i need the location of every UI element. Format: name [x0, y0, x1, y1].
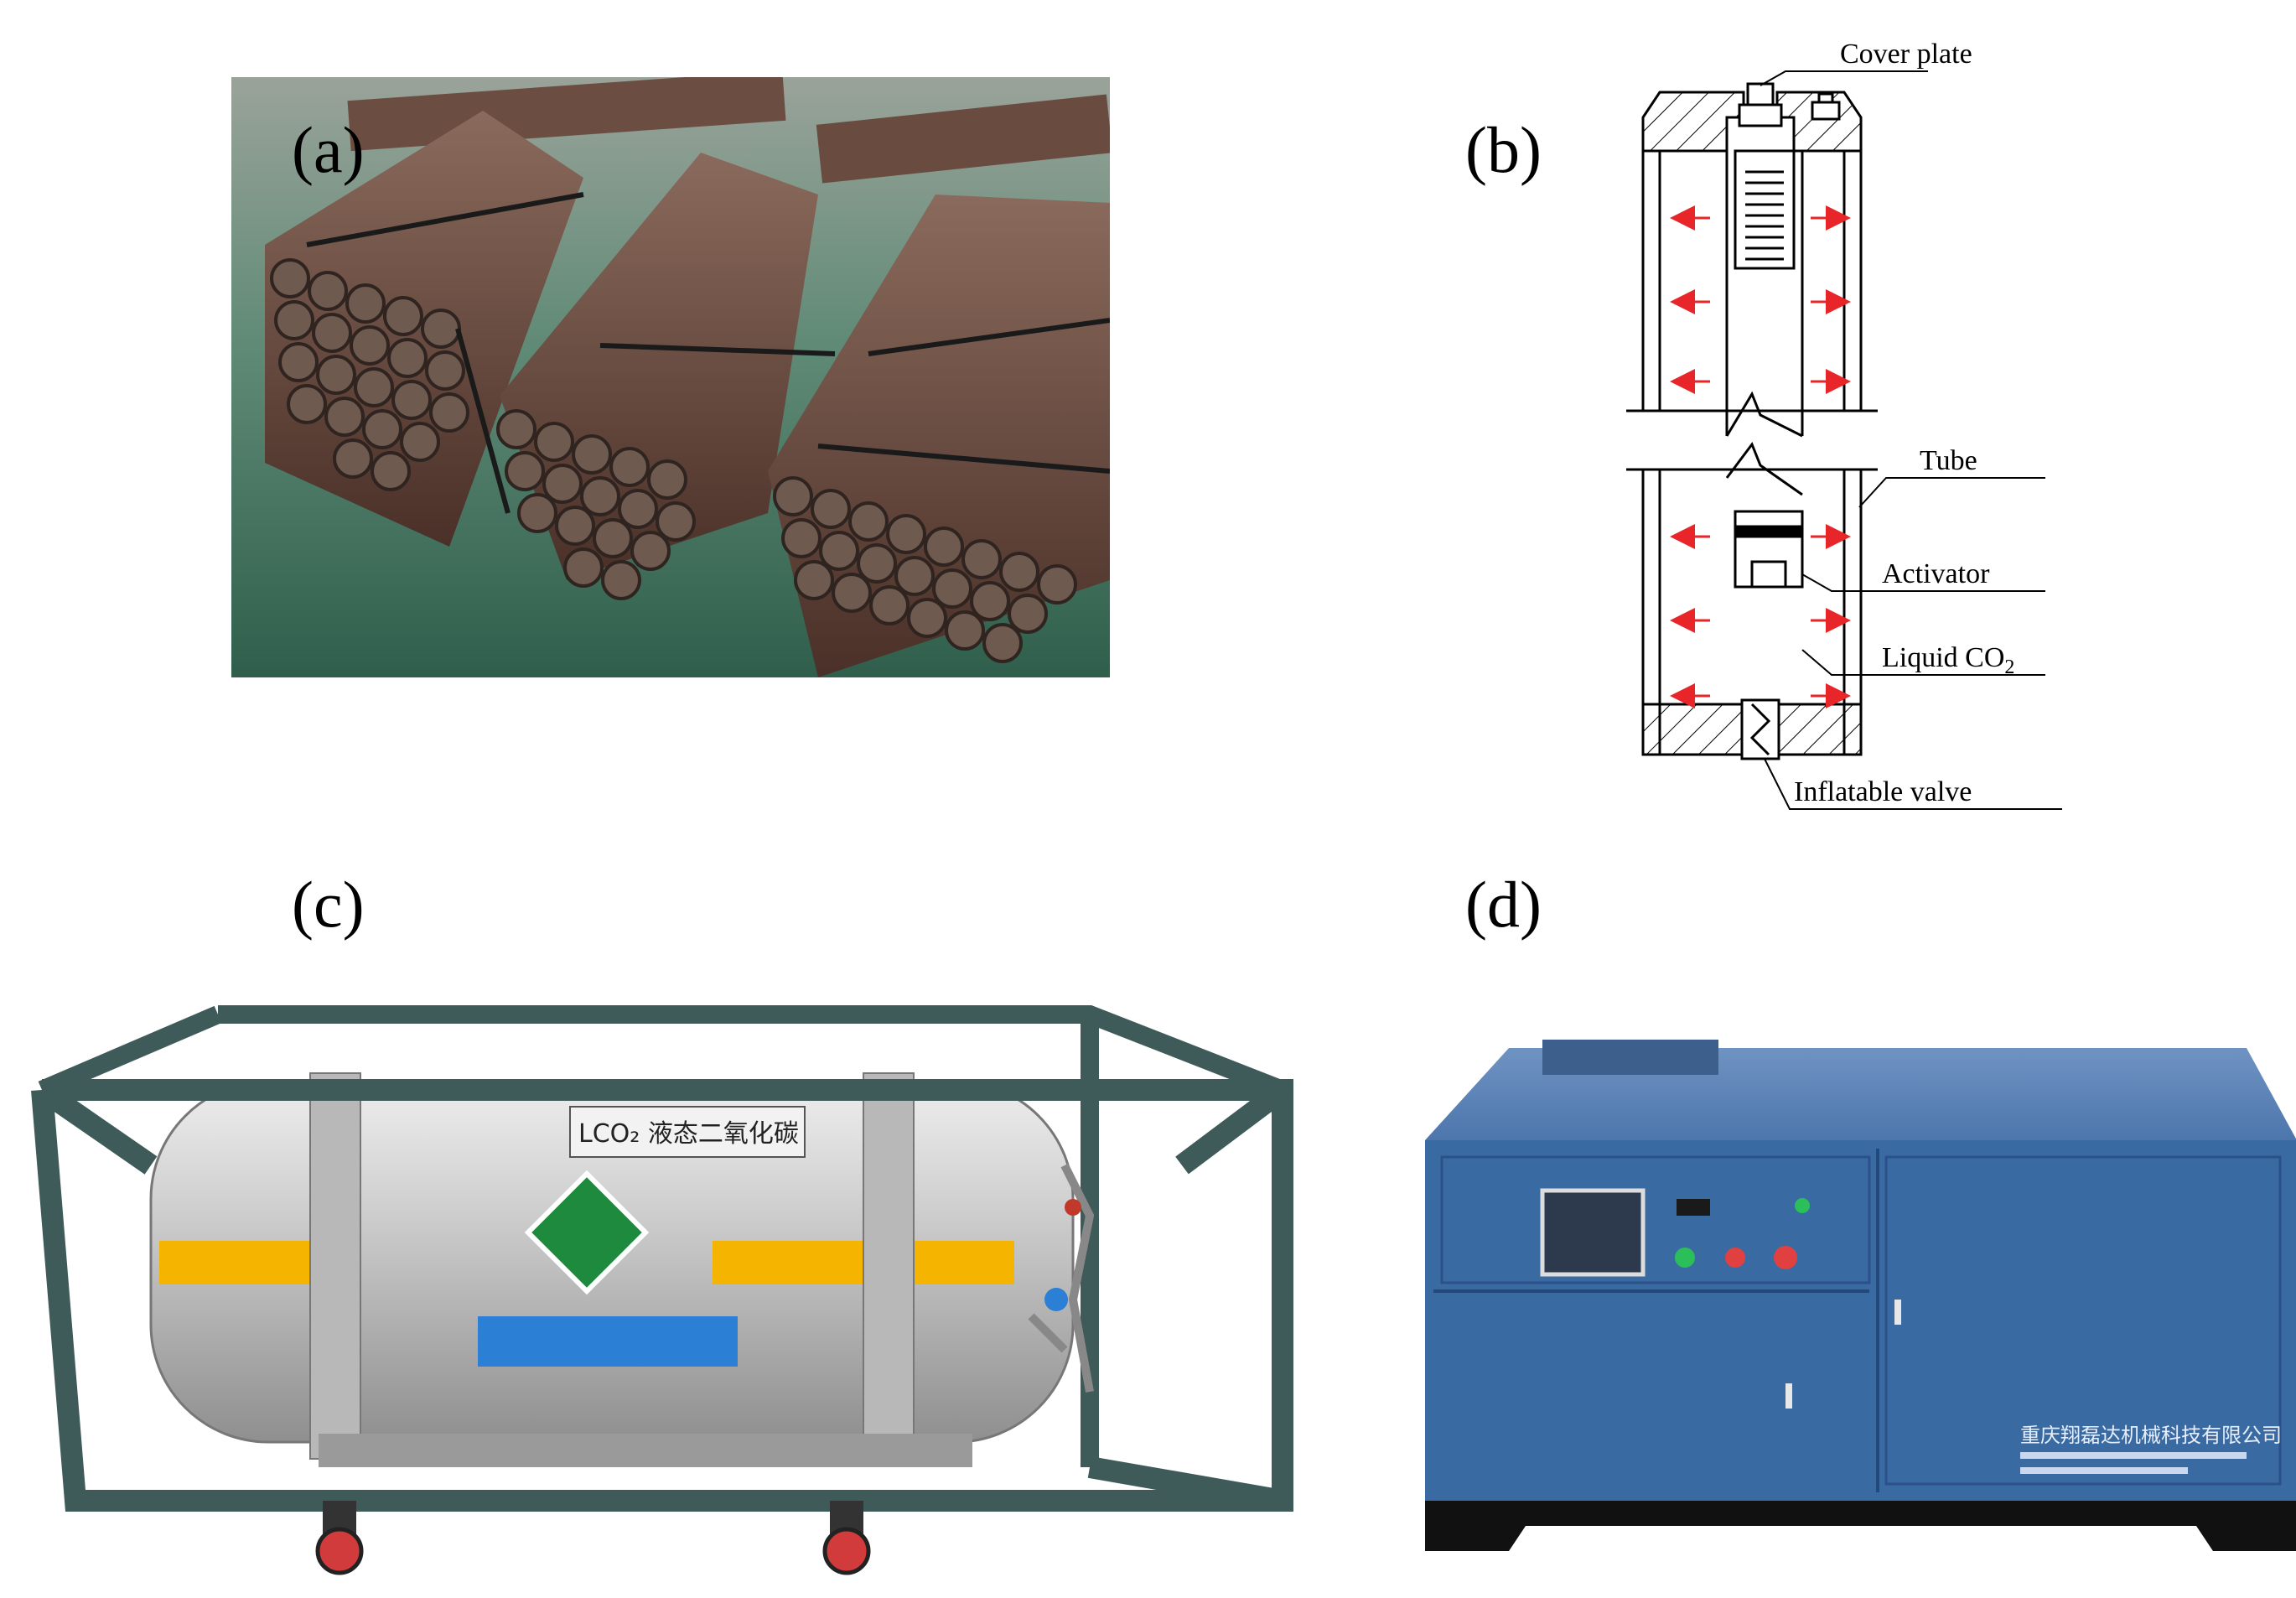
leader-cover-plate	[1760, 70, 1928, 86]
pressure-arrows	[1670, 205, 1851, 708]
tube-bundle-left	[265, 111, 584, 547]
control-screen	[1540, 1188, 1646, 1277]
break-mark-upper	[1725, 391, 1803, 438]
emergency-button-icon	[1774, 1246, 1797, 1269]
panel-label-d: (d)	[1465, 868, 1542, 941]
tube-bundles-illustration	[231, 77, 1110, 677]
callout-cover-plate: Cover plate	[1840, 39, 1972, 70]
callout-inflatable-valve: Inflatable valve	[1794, 776, 1972, 807]
stop-button-icon	[1725, 1248, 1745, 1268]
leader-inflatable-valve	[1764, 758, 2062, 810]
panel-label-c: (c)	[292, 868, 365, 941]
callout-liquid-co2: Liquid CO2	[1882, 642, 2014, 678]
photo-tube-bundles	[231, 77, 1110, 677]
inflatable-valve	[1740, 698, 1780, 760]
leader-tube	[1858, 477, 2045, 508]
cover-plate	[1738, 103, 1783, 127]
leader-liquid-co2	[1801, 649, 2045, 676]
start-button-icon	[1675, 1248, 1695, 1268]
panel-label-b: (b)	[1465, 113, 1542, 186]
hazard-diamond-icon	[524, 1170, 650, 1295]
callout-activator: Activator	[1882, 558, 1990, 589]
tank-casters	[315, 1501, 871, 1575]
fracturing-tube-diagram: Cover plate Tube Activator Liquid CO2 In…	[1626, 39, 2062, 810]
control-cabinet: 重庆翔磊达机械科技有限公司	[1425, 1040, 2296, 1551]
tank-label-text: LCO₂ 液态二氧化碳	[578, 1119, 799, 1149]
tube-bundle-right	[768, 195, 1110, 677]
heating-element	[1734, 149, 1796, 270]
callout-tube: Tube	[1920, 445, 1977, 476]
tank-frame-front	[31, 1079, 1293, 1512]
break-mark-lower	[1725, 441, 1803, 496]
indicator-green-icon	[1795, 1198, 1810, 1213]
tube-bundle-middle	[496, 153, 836, 600]
co2-tank: LCO₂ 液态二氧化碳	[149, 1072, 1095, 1460]
control-cabinet-illustration: 重庆翔磊达机械科技有限公司	[1425, 1040, 2296, 1551]
cabinet-nameplate-text: 重庆翔磊达机械科技有限公司	[2020, 1424, 2282, 1447]
tank-info-sticker	[478, 1316, 738, 1367]
leader-activator	[1801, 573, 2045, 592]
panel-label-a: (a)	[292, 113, 365, 186]
co2-tank-illustration: LCO₂ 液态二氧化碳	[31, 1005, 1293, 1575]
tank-label-plate	[569, 1106, 806, 1158]
